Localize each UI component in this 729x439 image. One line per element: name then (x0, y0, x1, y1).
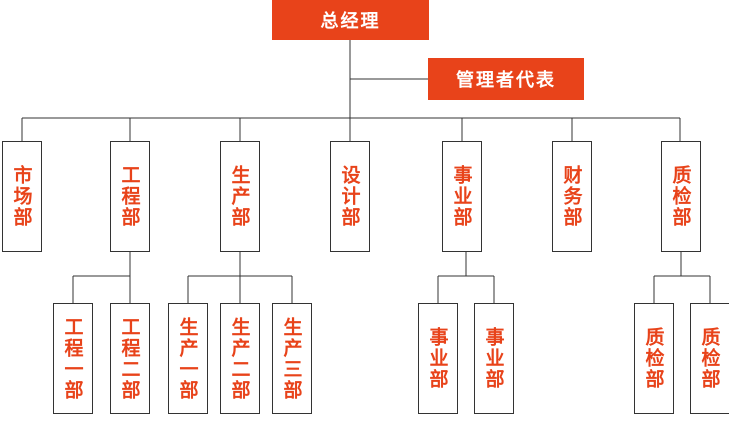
subdept-engineering-2: 工程二部 (110, 303, 150, 414)
dept-market: 市场部 (2, 141, 42, 252)
dept-business: 事业部 (442, 141, 482, 252)
subdept-engineering-1: 工程一部 (53, 303, 93, 414)
subdept-quality-2: 质检部 (690, 303, 729, 414)
dept-finance: 财务部 (552, 141, 592, 252)
dept-quality: 质检部 (661, 141, 701, 252)
subdept-production-3: 生产三部 (272, 303, 312, 414)
general-manager-box: 总经理 (272, 0, 429, 40)
dept-production: 生产部 (220, 141, 260, 252)
dept-engineering: 工程部 (110, 141, 150, 252)
subdept-quality-1: 质检部 (634, 303, 674, 414)
subdept-business-2: 事业部 (474, 303, 514, 414)
subdept-business-1: 事业部 (418, 303, 458, 414)
subdept-production-1: 生产一部 (168, 303, 208, 414)
subdept-production-2: 生产二部 (220, 303, 260, 414)
management-representative-box: 管理者代表 (428, 58, 584, 100)
dept-design: 设计部 (330, 141, 370, 252)
